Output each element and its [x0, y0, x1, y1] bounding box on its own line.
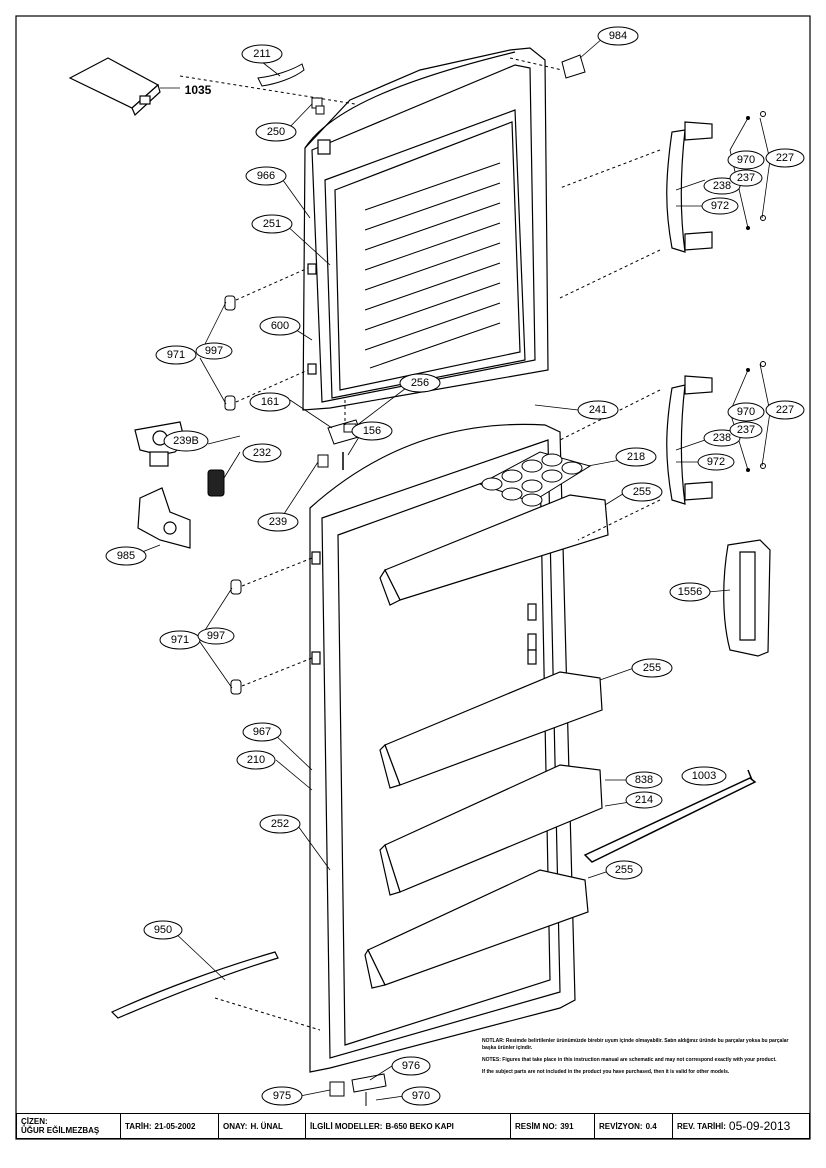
part-950-gasket — [110, 951, 279, 1019]
callout-997-upper: 997 — [205, 345, 223, 357]
callout-975: 975 — [273, 1090, 291, 1102]
callout-238-upper: 238 — [713, 180, 731, 192]
title-date: TARİH: 21-05-2002 — [121, 1114, 219, 1138]
callout-976: 976 — [402, 1060, 420, 1072]
rev-date-label: REV. TARİHİ: — [677, 1121, 726, 1131]
callout-970-upper: 970 — [737, 154, 755, 166]
callout-232: 232 — [253, 447, 271, 459]
part-handle-upper — [666, 121, 713, 253]
callout-227-upper: 227 — [776, 152, 794, 164]
title-block: ÇİZEN: ÜĞUR EĞİLMEZBAŞ TARİH: 21-05-2002… — [16, 1113, 810, 1139]
notes-english-2: If the subject parts are not included in… — [482, 1069, 730, 1075]
title-drawing-no: RESİM NO: 391 — [511, 1114, 595, 1138]
callout-255-bottom: 255 — [615, 864, 633, 876]
drawing-no-value: 391 — [560, 1121, 574, 1131]
callout-972-lower: 972 — [707, 456, 725, 468]
shelf-1 — [379, 494, 609, 606]
models-value: B-650 BEKO KAPI — [385, 1121, 454, 1131]
callout-950: 950 — [154, 924, 172, 936]
callout-214: 214 — [635, 794, 653, 806]
callout-1556: 1556 — [678, 586, 702, 598]
date-label: TARİH: — [125, 1121, 152, 1131]
part-971-upper — [224, 295, 236, 411]
callout-211: 211 — [253, 48, 271, 60]
callout-238-lower: 238 — [713, 432, 731, 444]
callout-252: 252 — [271, 818, 289, 830]
callout-985: 985 — [117, 550, 135, 562]
callout-241: 241 — [589, 404, 607, 416]
part-250-hinge — [311, 97, 325, 115]
drawn-by-label: ÇİZEN: — [21, 1117, 48, 1126]
callout-218: 218 — [627, 451, 645, 463]
part-1003-rail — [583, 769, 757, 863]
callout-997-lower: 997 — [207, 630, 225, 642]
callout-237-upper: 237 — [737, 172, 755, 184]
callout-967: 967 — [253, 726, 271, 738]
part-211 — [257, 63, 305, 87]
title-rev-date: REV. TARİHİ: 05-09-2013 — [673, 1114, 809, 1138]
callout-972-upper: 972 — [711, 200, 729, 212]
notes-block: NOTLAR: Resimde belirtilenler ürünümüzde… — [482, 1038, 802, 1081]
part-handle-lower — [666, 375, 713, 505]
callout-256: 256 — [411, 377, 429, 389]
date-value: 21-05-2002 — [154, 1121, 196, 1131]
revision-value: 0.4 — [645, 1121, 657, 1131]
callout-838: 838 — [635, 774, 653, 786]
title-drawn-by: ÇİZEN: ÜĞUR EĞİLMEZBAŞ — [17, 1114, 121, 1138]
title-models: İLGİLİ MODELLER: B-650 BEKO KAPI — [306, 1114, 511, 1138]
shelf-4 — [364, 869, 589, 989]
callout-970-mid: 970 — [737, 406, 755, 418]
callout-971-upper: 971 — [167, 349, 185, 361]
callout-251: 251 — [263, 218, 281, 230]
revision-label: REVİZYON: — [599, 1121, 643, 1131]
callout-971-lower: 971 — [171, 634, 189, 646]
drawing-no-label: RESİM NO: — [515, 1121, 558, 1131]
part-1035-cover — [68, 57, 161, 117]
callout-239: 239 — [269, 516, 287, 528]
callout-970-bottom: 970 — [412, 1090, 430, 1102]
callout-250: 250 — [267, 126, 285, 138]
callout-237-lower: 237 — [737, 424, 755, 436]
callout-156: 156 — [363, 425, 381, 437]
part-985-bracket — [137, 487, 191, 549]
part-232 — [207, 469, 225, 497]
callout-239B: 239B — [173, 435, 199, 447]
callout-227-lower: 227 — [776, 404, 794, 416]
callout-255-mid: 255 — [643, 662, 661, 674]
shelf-2 — [379, 671, 603, 789]
part-239-bushing — [317, 454, 329, 468]
callout-1035: 1035 — [185, 83, 212, 97]
drawn-by-value: ÜĞUR EĞİLMEZBAŞ — [21, 1126, 100, 1135]
callout-210: 210 — [247, 754, 265, 766]
callout-161: 161 — [261, 396, 279, 408]
callout-ellipses — [105, 26, 805, 1106]
part-975-976-hinge — [329, 1073, 387, 1106]
callout-984: 984 — [609, 30, 627, 42]
shelf-3 — [379, 764, 603, 896]
models-label: İLGİLİ MODELLER: — [310, 1121, 383, 1131]
part-971-lower — [230, 579, 242, 695]
notes-turkish: NOTLAR: Resimde belirtilenler ürünümüzde… — [482, 1038, 789, 1051]
part-1556-handle — [723, 539, 771, 657]
callout-1003: 1003 — [692, 770, 716, 782]
rev-date-value: 05-09-2013 — [728, 1119, 791, 1133]
freezer-door — [302, 47, 549, 411]
approval-value: H. ÜNAL — [250, 1121, 283, 1131]
title-revision: REVİZYON: 0.4 — [595, 1114, 673, 1138]
callout-600: 600 — [271, 320, 289, 332]
part-984-cap — [561, 54, 586, 79]
callout-255-top: 255 — [633, 486, 651, 498]
part-218-egg-tray — [478, 451, 592, 507]
approval-label: ONAY: — [223, 1121, 248, 1131]
drawing-border — [15, 15, 811, 1140]
title-approval: ONAY: H. ÜNAL — [219, 1114, 306, 1138]
callout-966: 966 — [257, 170, 275, 182]
notes-english-1: NOTES: Figures that take place in this i… — [482, 1057, 777, 1063]
